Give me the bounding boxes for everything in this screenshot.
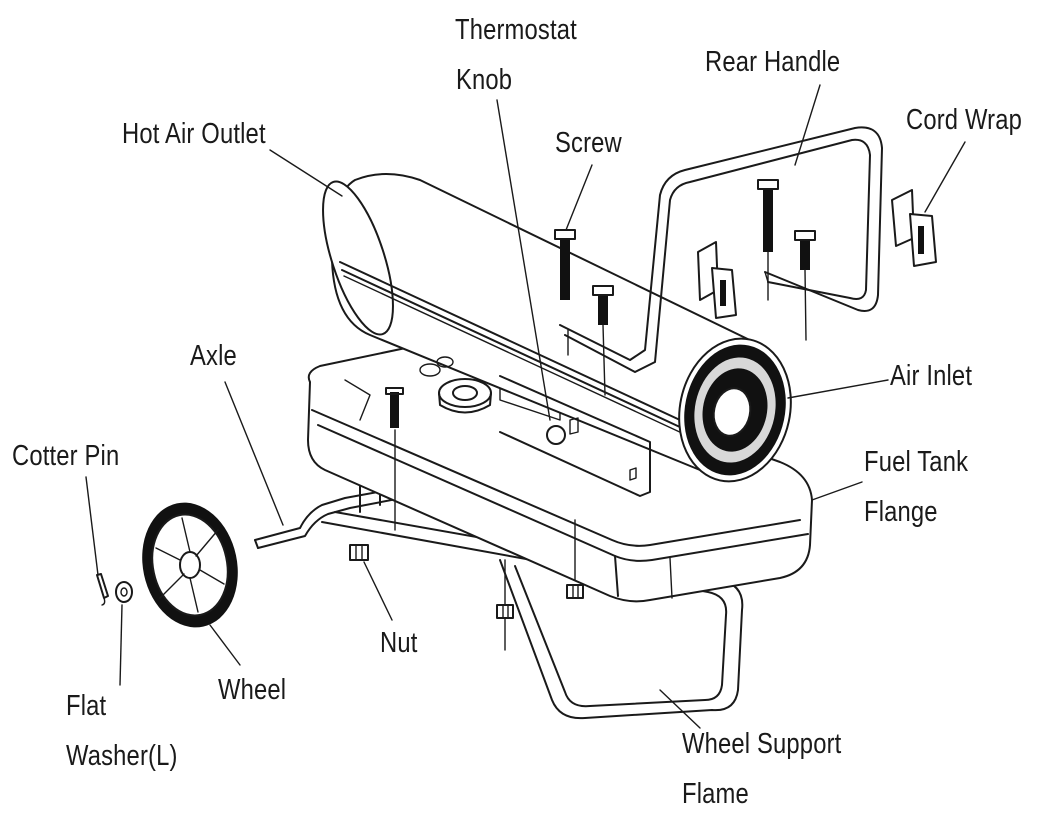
axle xyxy=(254,487,403,549)
label-thermostat-knob-line1: Thermostat xyxy=(455,14,577,46)
label-wheel-support-flame-line2: Flame xyxy=(682,778,749,810)
nuts xyxy=(349,544,584,619)
cord-wraps xyxy=(697,189,937,319)
label-wheel: Wheel xyxy=(218,674,287,706)
label-nut: Nut xyxy=(380,627,418,659)
label-hot-air-outlet: Hot Air Outlet xyxy=(122,118,266,150)
label-rear-handle: Rear Handle xyxy=(705,46,841,78)
leader-lines xyxy=(85,84,966,729)
label-flat-washer-line2: Washer(L) xyxy=(66,740,178,772)
label-wheel-support-flame-line1: Wheel Support xyxy=(682,728,842,760)
rear-handle xyxy=(559,126,883,373)
burner-cylinder xyxy=(322,173,761,497)
air-inlet-grille xyxy=(678,337,792,483)
tank-screws xyxy=(385,387,576,651)
flat-washer xyxy=(115,581,133,603)
label-cotter-pin: Cotter Pin xyxy=(12,440,120,472)
label-flat-washer-line1: Flat xyxy=(66,690,107,722)
label-fuel-tank-flange-line2: Flange xyxy=(864,496,938,528)
label-cord-wrap: Cord Wrap xyxy=(906,104,1023,136)
label-thermostat-knob-line2: Knob xyxy=(456,64,513,96)
label-fuel-tank-flange-line1: Fuel Tank xyxy=(864,446,969,478)
top-screws xyxy=(554,179,816,396)
label-axle: Axle xyxy=(190,340,237,372)
cotter-pin xyxy=(96,573,109,606)
label-air-inlet: Air Inlet xyxy=(890,360,973,392)
label-screw: Screw xyxy=(555,127,622,159)
fuel-tank xyxy=(307,343,813,603)
wheel xyxy=(142,502,238,628)
